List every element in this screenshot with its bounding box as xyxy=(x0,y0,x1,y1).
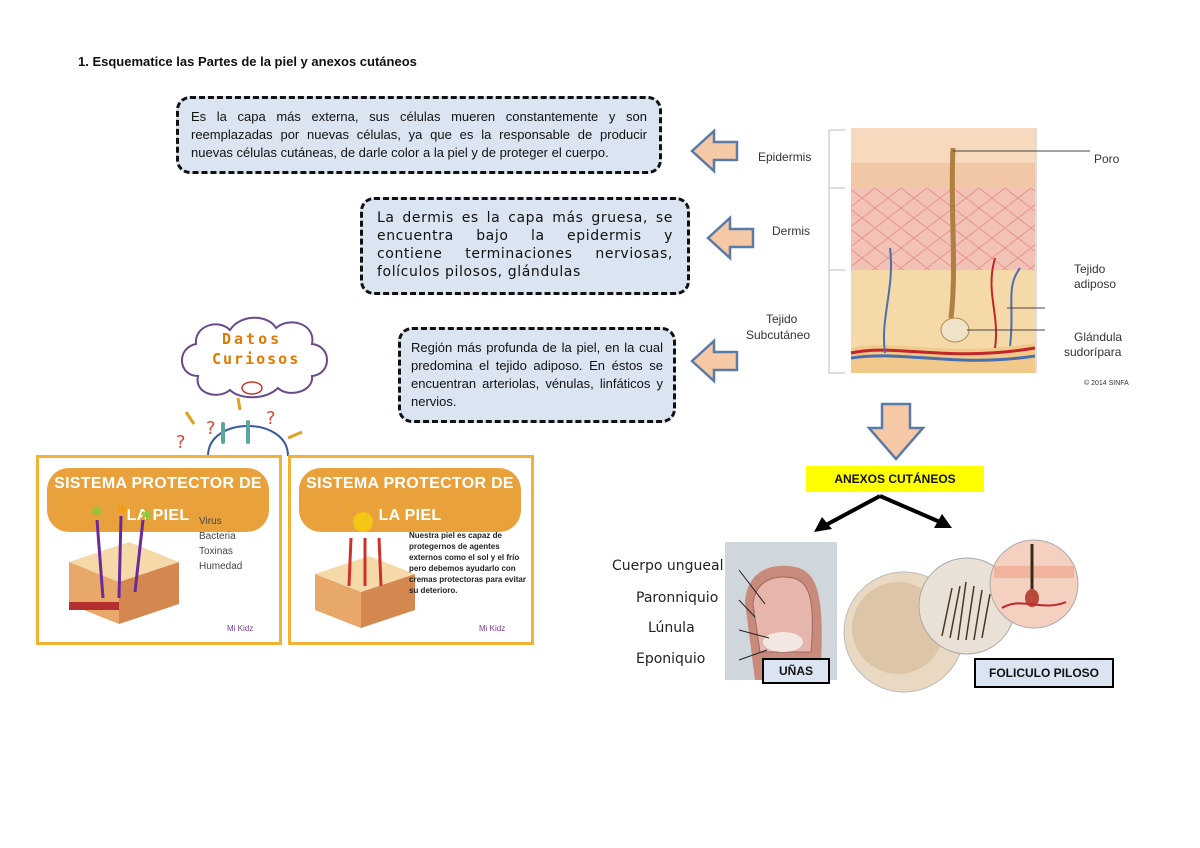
nail-label-eponiquio: Eponiquio xyxy=(636,651,706,667)
brand-logo-right: Mi Kidz xyxy=(479,624,506,633)
branch-arrows xyxy=(814,494,952,532)
nail-photo xyxy=(725,542,837,680)
arrow-down-icon xyxy=(866,402,926,461)
foliculo-piloso-tag: FOLICULO PILOSO xyxy=(974,658,1114,688)
curiosos-text: Curiosos xyxy=(212,350,301,368)
label-dermis: Dermis xyxy=(772,224,810,238)
panel-title-right: SISTEMA PROTECTOR DE LA PIEL xyxy=(299,468,521,532)
legend-bacteria: Bacteria xyxy=(199,531,236,542)
svg-text:?: ? xyxy=(266,408,276,429)
sun-skin-illustration xyxy=(315,502,415,628)
arrow-left-icon xyxy=(706,215,755,261)
nail-label-paronniquio: Paronniquio xyxy=(636,590,719,606)
arrow-left-icon xyxy=(690,128,739,174)
skin-layers-diagram xyxy=(828,128,1090,374)
label-tejido-adiposo-2: adiposo xyxy=(1074,277,1117,291)
skin-block-illustration: ✱ ✱ ✱ xyxy=(69,502,179,624)
brand-logo-left: Mi Kidz xyxy=(227,624,254,633)
legend-virus: Virus xyxy=(199,516,222,527)
svg-text:✱: ✱ xyxy=(91,503,103,519)
label-glandula-1: Glándula xyxy=(1074,330,1123,344)
copyright-label: © 2014 SINFA xyxy=(1084,380,1129,387)
label-poro: Poro xyxy=(1094,152,1120,166)
svg-text:✱: ✱ xyxy=(141,507,153,523)
dermis-description-box: La dermis es la capa más gruesa, se encu… xyxy=(360,197,690,295)
panel-title-left: SISTEMA PROTECTOR DE LA PIEL xyxy=(47,468,269,532)
protector-panel-right: SISTEMA PROTECTOR DE LA PIEL Nuestra pie… xyxy=(288,455,534,645)
nail-label-cuerpo-ungueal: Cuerpo ungueal xyxy=(612,558,724,574)
legend-humedad: Humedad xyxy=(199,561,243,572)
protector-panel-left: SISTEMA PROTECTOR DE LA PIEL ✱ ✱ ✱ Virus… xyxy=(36,455,282,645)
legend-toxinas: Toxinas xyxy=(199,546,233,557)
svg-text:?: ? xyxy=(176,432,186,453)
datos-curiosos-illustration: ? ? ? xyxy=(176,316,328,457)
svg-text:?: ? xyxy=(206,418,216,439)
label-epidermis: Epidermis xyxy=(758,150,812,164)
label-subcutaneo: Subcutáneo xyxy=(746,328,811,342)
svg-text:✱: ✱ xyxy=(117,502,129,517)
page-heading: 1. Esquematice las Partes de la piel y a… xyxy=(78,54,417,69)
subcutaneo-description-box: Región más profunda de la piel, en la cu… xyxy=(398,327,676,423)
unas-tag: UÑAS xyxy=(762,658,830,684)
label-tejido: Tejido xyxy=(766,312,798,326)
nail-label-lunula: Lúnula xyxy=(648,620,695,636)
epidermis-description-box: Es la capa más externa, sus células muer… xyxy=(176,96,662,174)
hair-follicle-illustration xyxy=(843,539,1079,693)
label-glandula-2: sudorípara xyxy=(1064,345,1122,359)
arrow-left-icon xyxy=(690,338,739,384)
datos-text: Datos xyxy=(222,330,283,348)
panel-legend: Virus Bacteria Toxinas Humedad xyxy=(199,514,242,574)
label-tejido-adiposo-1: Tejido xyxy=(1074,262,1106,276)
panel-right-text: Nuestra piel es capaz de protegernos de … xyxy=(409,531,526,595)
anexos-cutaneos-title: ANEXOS CUTÁNEOS xyxy=(806,466,984,492)
